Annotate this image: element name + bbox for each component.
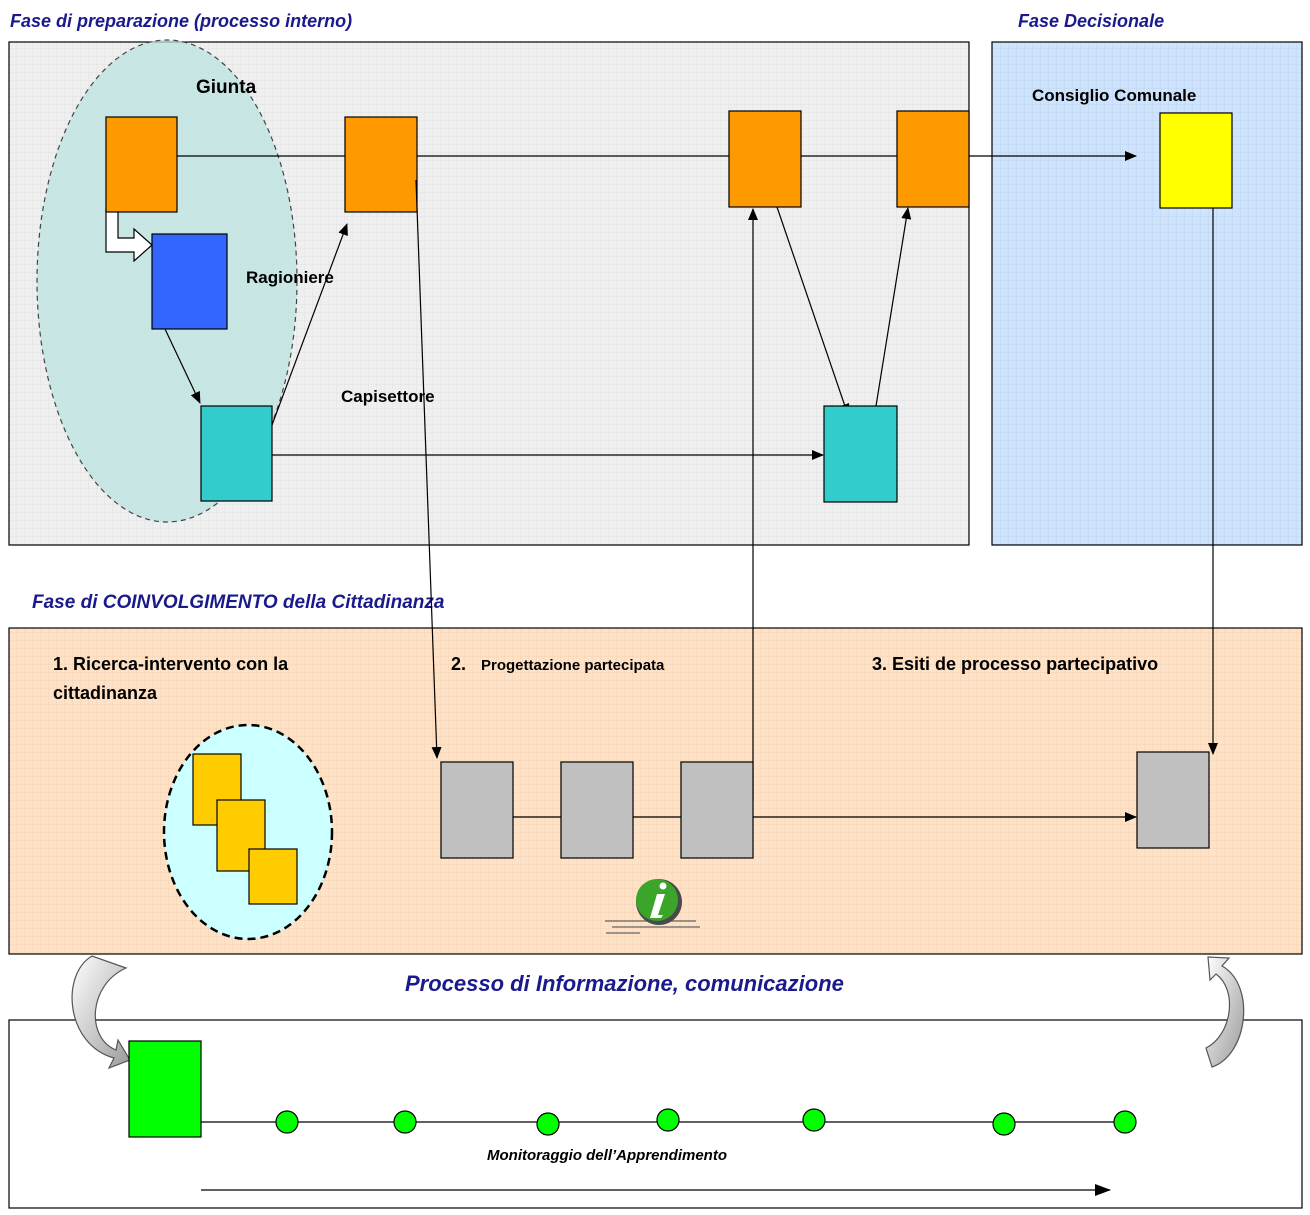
arrow-ragioniere-capisettore [164, 328, 201, 404]
decision-panel [991, 41, 1303, 546]
giunta-box [896, 110, 970, 208]
hollow-arrow-icon [105, 207, 153, 263]
giunta-label: Giunta [196, 77, 257, 98]
participation-box [440, 761, 514, 859]
step1-label: 1. Ricerca-intervento con la [53, 654, 289, 674]
capisettore-box [200, 405, 273, 502]
arrow-capisettore-giunta [271, 223, 348, 426]
milestone-dot [275, 1110, 299, 1134]
step2-label: Progettazione partecipata [481, 657, 665, 674]
step2-number: 2. [451, 654, 466, 674]
arrow-giunta-capisettore [776, 206, 850, 416]
milestone-dot [992, 1112, 1016, 1136]
involvement-phase-title: Fase di COINVOLGIMENTO della Cittadinanz… [32, 592, 445, 613]
ragioniere-label: Ragioniere [246, 268, 334, 287]
monitoring-label: Monitoraggio dell’Apprendimento [487, 1147, 727, 1164]
milestone-dot [536, 1112, 560, 1136]
capisettore-box [823, 405, 898, 503]
arrow-to-participation [415, 179, 442, 759]
milestone-dot [656, 1108, 680, 1132]
giunta-box [344, 116, 418, 213]
preparation-phase-title: Fase di preparazione (processo interno) [10, 11, 352, 31]
step1-label-2: cittadinanza [53, 683, 158, 703]
ragioniere-box [151, 233, 228, 330]
outcomes-box [1136, 751, 1210, 849]
information-panel [8, 1019, 1303, 1209]
participation-box [560, 761, 634, 859]
milestone-dot [802, 1108, 826, 1132]
giunta-box [105, 116, 178, 213]
citizen-doc [248, 848, 298, 905]
decision-phase-title: Fase Decisionale [1018, 11, 1164, 31]
milestone-dot [1113, 1110, 1137, 1134]
arrow-capisettore-giunta-right [875, 207, 912, 407]
consiglio-box [1159, 112, 1233, 209]
information-phase-title: Processo di Informazione, comunicazione [405, 971, 844, 996]
participation-box [680, 761, 754, 859]
consiglio-label: Consiglio Comunale [1032, 86, 1196, 105]
step3-label: 3. Esiti de processo partecipativo [872, 654, 1158, 674]
giunta-box [728, 110, 802, 208]
info-icon [605, 879, 700, 934]
curved-arrow-icon [1205, 956, 1245, 1068]
capisettore-label: Capisettore [341, 387, 435, 406]
information-start-box [128, 1040, 202, 1138]
milestone-dot [393, 1110, 417, 1134]
